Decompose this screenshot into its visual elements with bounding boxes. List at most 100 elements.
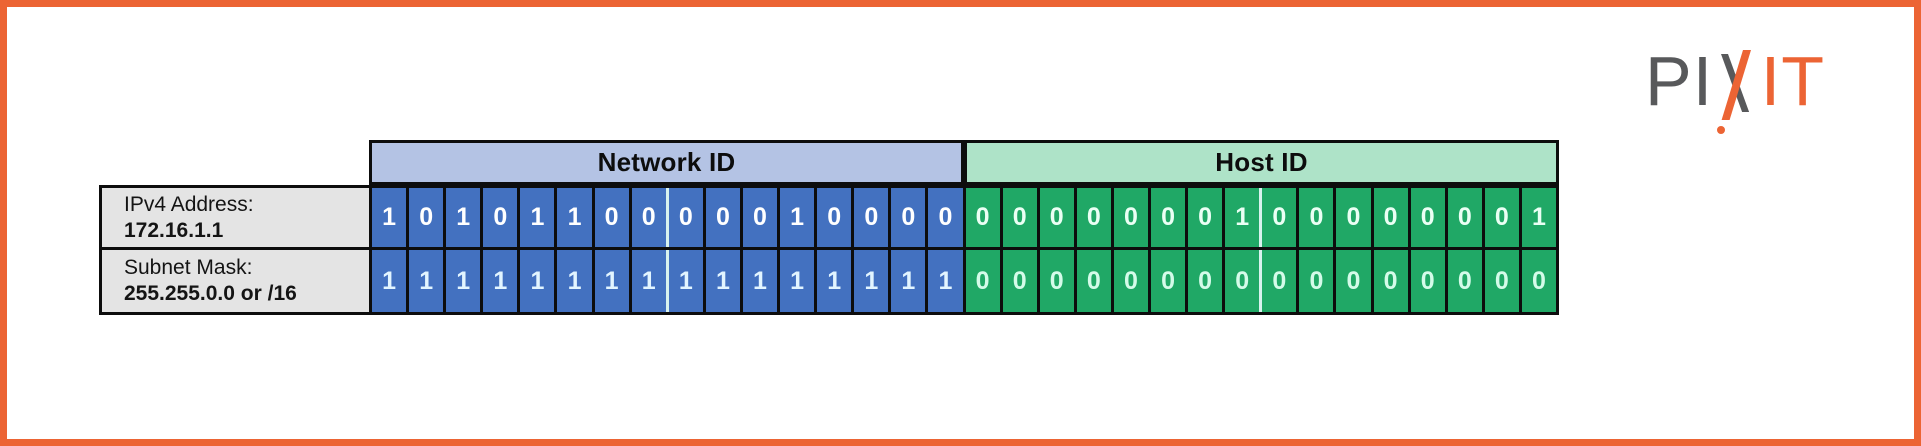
bit-cell: 0	[1150, 250, 1189, 312]
bit-glyph: 0	[1457, 266, 1472, 295]
subnet-octet-4: 0 0 0 0 0 0 0 0	[1259, 250, 1556, 312]
bit-cell: 1	[409, 250, 447, 312]
bit-glyph: 1	[715, 266, 730, 295]
bit-glyph: 0	[1235, 266, 1250, 295]
bit-glyph: 0	[1198, 266, 1213, 295]
bit-glyph: 1	[901, 266, 916, 295]
bit-cell: 0	[1484, 250, 1522, 312]
host-id-label: Host ID	[1215, 147, 1308, 177]
bit-glyph: 1	[567, 266, 582, 295]
bit-glyph: 1	[382, 203, 396, 231]
logo-wordmark: PI IT	[1645, 42, 1825, 120]
network-host-divider	[962, 188, 966, 247]
bit-cell: 0	[705, 188, 743, 247]
bit-glyph: 0	[938, 203, 953, 231]
bit-glyph: 0	[1494, 266, 1509, 295]
subnet-bits: 1 1 1 1 1 1 1 1 1 1 1 1 1	[372, 250, 1556, 312]
bit-cell: 0	[409, 188, 447, 247]
bit-cell: 1	[520, 188, 558, 247]
bit-cell: 0	[594, 188, 632, 247]
bit-cell: 0	[1447, 188, 1485, 247]
bit-glyph: 0	[604, 203, 619, 231]
bit-cell: 0	[891, 188, 929, 247]
bit-glyph: 1	[790, 266, 805, 295]
logo-dot-icon	[1717, 126, 1725, 134]
bit-cell: 0	[1521, 250, 1556, 312]
bit-cell: 1	[557, 188, 595, 247]
bit-glyph: 1	[753, 266, 767, 295]
bit-cell: 0	[1373, 188, 1411, 247]
bit-cell: 0	[1150, 188, 1189, 247]
pivit-logo: PI IT	[1645, 42, 1825, 134]
ipv4-octet-2: 0 0 0 1 0 0 0 0	[665, 188, 963, 247]
logo-letter-v	[1713, 50, 1761, 120]
bit-glyph: 1	[419, 266, 434, 295]
table-row-ipv4-address: IPv4 Address: 172.16.1.1 1 0 1 0 1 1 0 0	[102, 188, 1556, 250]
bit-cell: 1	[446, 188, 484, 247]
bit-glyph: 0	[1123, 266, 1138, 295]
bit-cell: 1	[891, 250, 929, 312]
bit-cell: 0	[1410, 250, 1448, 312]
bit-cell: 0	[817, 188, 855, 247]
bit-glyph: 1	[456, 203, 471, 231]
logo-text-it: IT	[1760, 42, 1825, 120]
bit-cell: 1	[557, 250, 595, 312]
bit-glyph: 1	[864, 266, 879, 295]
bit-glyph: 1	[1235, 203, 1250, 231]
bit-cell: 1	[780, 250, 818, 312]
network-id-label: Network ID	[597, 147, 736, 177]
table-row-subnet-mask: Subnet Mask: 255.255.0.0 or /16 1 1 1 1 …	[102, 250, 1556, 312]
bit-cell: 0	[483, 188, 521, 247]
bit-cell: 1	[705, 250, 743, 312]
bit-glyph: 0	[1309, 266, 1324, 295]
ipv4-bits: 1 0 1 0 1 1 0 0 0 0 0 1 0	[372, 188, 1556, 247]
subnet-octet-1: 1 1 1 1 1 1 1 1	[372, 250, 666, 312]
bit-cell: 0	[1299, 250, 1337, 312]
ipv4-octet-4: 0 0 0 0 0 0 0 1	[1259, 188, 1556, 247]
bit-cell: 0	[1299, 188, 1337, 247]
bit-cell: 0	[965, 250, 1003, 312]
bit-glyph: 0	[419, 203, 434, 231]
logo-text-pi: PI	[1645, 42, 1714, 120]
bit-glyph: 1	[938, 266, 953, 295]
bit-glyph: 1	[827, 266, 842, 295]
bit-glyph: 1	[604, 266, 619, 295]
bit-cell: 1	[780, 188, 818, 247]
bit-glyph: 1	[456, 266, 471, 295]
subnet-label-value: 255.255.0.0 or /16	[124, 282, 297, 305]
bit-table: IPv4 Address: 172.16.1.1 1 0 1 0 1 1 0 0	[99, 185, 1559, 315]
bit-glyph: 0	[1346, 203, 1361, 231]
bit-cell: 0	[965, 188, 1003, 247]
bit-glyph: 1	[382, 266, 396, 295]
bit-glyph: 0	[1049, 203, 1064, 231]
bit-cell: 0	[1373, 250, 1411, 312]
bit-cell: 0	[1188, 188, 1226, 247]
subnet-octet-3: 0 0 0 0 0 0 0 0	[965, 250, 1260, 312]
bit-glyph: 1	[678, 266, 693, 295]
bit-cell: 0	[1336, 250, 1374, 312]
bit-cell: 1	[372, 250, 410, 312]
bit-glyph: 0	[1383, 266, 1398, 295]
bit-glyph: 0	[1494, 203, 1509, 231]
bit-glyph: 0	[1161, 203, 1175, 231]
bit-glyph: 0	[975, 203, 990, 231]
bit-glyph: 1	[530, 266, 545, 295]
bit-glyph: 0	[1309, 203, 1324, 231]
bit-cell: 1	[446, 250, 484, 312]
bit-cell: 0	[1002, 188, 1040, 247]
bit-glyph: 0	[1049, 266, 1064, 295]
bit-cell: 0	[1076, 188, 1114, 247]
bit-cell: 0	[1039, 250, 1077, 312]
bit-glyph: 1	[567, 203, 582, 231]
subnet-octet-2: 1 1 1 1 1 1 1 1	[665, 250, 963, 312]
bit-glyph: 0	[1123, 203, 1138, 231]
bit-glyph: 0	[1383, 203, 1398, 231]
bit-cell: 1	[817, 250, 855, 312]
bit-cell: 0	[928, 188, 963, 247]
ipv4-label-title: IPv4 Address:	[124, 192, 254, 216]
bit-cell: 0	[1484, 188, 1522, 247]
bit-cell: 0	[1039, 188, 1077, 247]
ipv4-label-value: 172.16.1.1	[124, 218, 224, 242]
bit-glyph: 0	[678, 203, 693, 231]
